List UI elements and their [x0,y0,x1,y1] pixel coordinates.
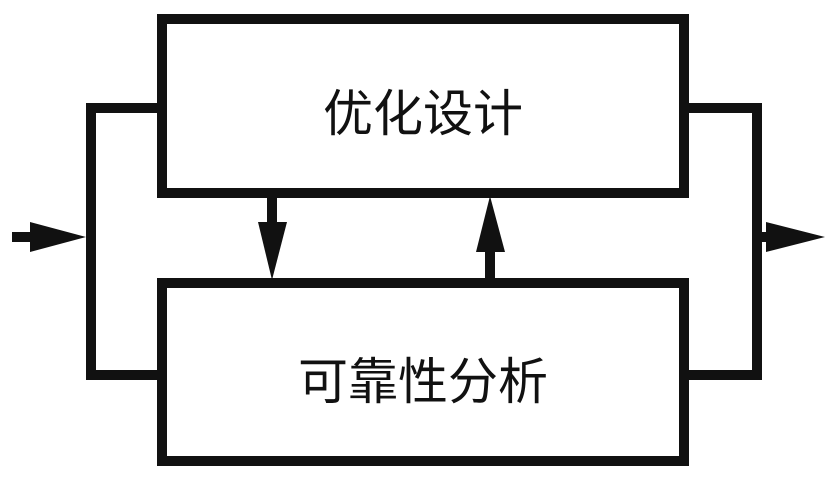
right-bracket-connector [684,103,762,380]
output-arrowhead [766,222,825,252]
down-arrowhead [258,222,287,280]
up-arrowhead [476,196,505,252]
bottom-box-label: 可靠性分析 [298,353,548,411]
top-box-label: 优化设计 [323,85,523,143]
left-bracket-connector [86,103,162,380]
input-arrowhead [30,222,86,252]
